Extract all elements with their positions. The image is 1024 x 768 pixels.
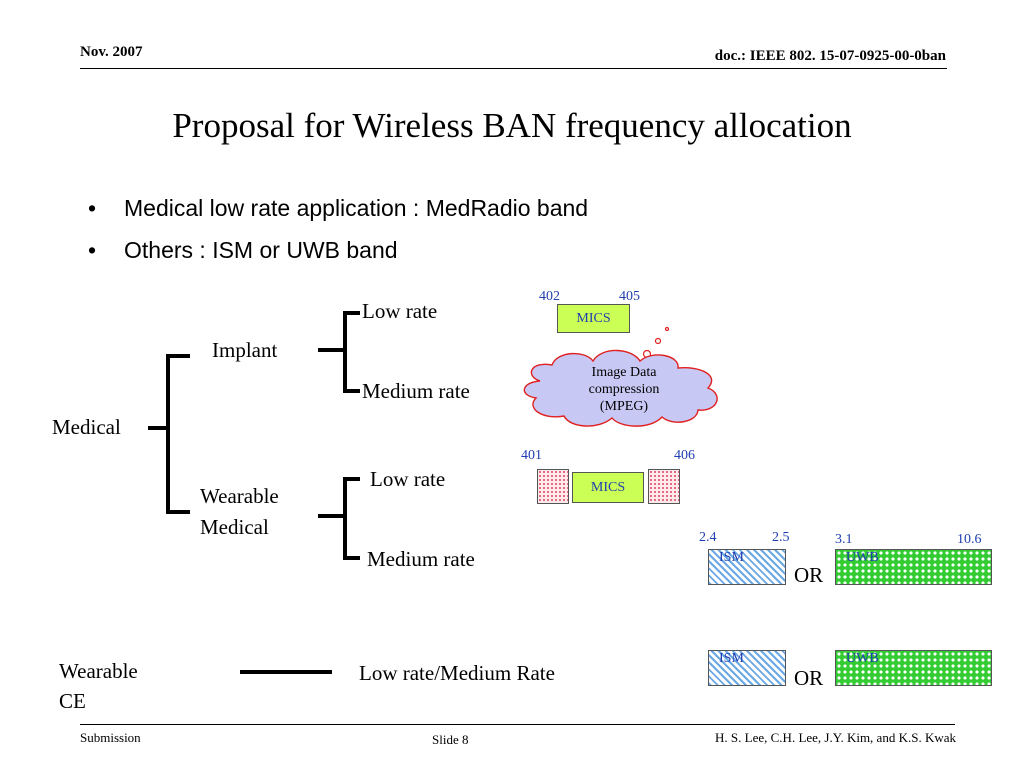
wearable-medical-label-2: Medical [200,515,269,539]
implant-low-rate-label: Low rate [362,299,438,323]
header-doc-id: doc.: IEEE 802. 15-07-0925-00-0ban [714,48,946,64]
implant-label: Implant [212,338,278,362]
bullet-item: • Medical low rate application : MedRadio… [88,191,588,233]
ism1-low-freq: 2.4 [699,530,717,545]
cloud-line-1: Image Data [591,365,657,380]
medical-bracket [166,354,190,514]
mics1-high-freq: 405 [619,289,640,304]
footer-authors: H. S. Lee, C.H. Lee, J.Y. Kim, and K.S. … [715,730,956,745]
bullet-list: • Medical low rate application : MedRadio… [88,191,588,275]
ism2-band: ISM [708,650,786,686]
bullet-item: • Others : ISM or UWB band [88,233,588,275]
mics2-guard-right [648,469,680,504]
mics2-band: MICS [572,472,644,503]
footer-submission: Submission [80,730,141,745]
implant-bracket [343,311,360,393]
ce-rate-label: Low rate/Medium Rate [359,661,555,685]
mics2-low-freq: 401 [521,448,542,463]
medical-label: Medical [52,415,121,439]
cloud-text: Image Data compression (MPEG) [552,364,696,415]
or-label-2: OR [794,666,824,690]
uwb1-band: UWB [835,549,992,585]
uwb1-high-freq: 10.6 [957,532,982,547]
cloud-bubbles [642,326,670,359]
or-label-1: OR [794,563,824,587]
mics2-high-freq: 406 [674,448,695,463]
uwb2-band: UWB [835,650,992,686]
wearable-bracket [343,477,360,560]
mics2-guard-left [537,469,569,504]
wearable-ce-label-2: CE [59,689,86,713]
uwb1-low-freq: 3.1 [835,532,853,547]
bullet-marker: • [88,237,97,263]
header-date: Nov. 2007 [80,44,143,60]
bullet-text: Others : ISM or UWB band [124,237,398,263]
wearable-low-rate-label: Low rate [370,467,446,491]
bullet-marker: • [88,195,97,221]
cloud-line-3: (MPEG) [599,399,649,414]
cloud-line-2: compression [588,382,660,397]
header-rule [80,68,947,69]
wearable-medium-rate-label: Medium rate [367,547,475,571]
implant-medium-rate-label: Medium rate [362,379,470,403]
slide-title: Proposal for Wireless BAN frequency allo… [172,106,852,145]
mics1-low-freq: 402 [539,289,560,304]
ism1-high-freq: 2.5 [772,530,790,545]
footer-slide-number: Slide 8 [432,732,469,747]
mics1-band: MICS [557,304,630,333]
cloud-shape [523,349,718,427]
ism1-band: ISM [708,549,786,585]
wearable-ce-label-1: Wearable [59,659,138,683]
footer-rule [80,724,955,725]
bullet-text: Medical low rate application : MedRadio … [124,195,589,221]
wearable-medical-label-1: Wearable [200,484,279,508]
